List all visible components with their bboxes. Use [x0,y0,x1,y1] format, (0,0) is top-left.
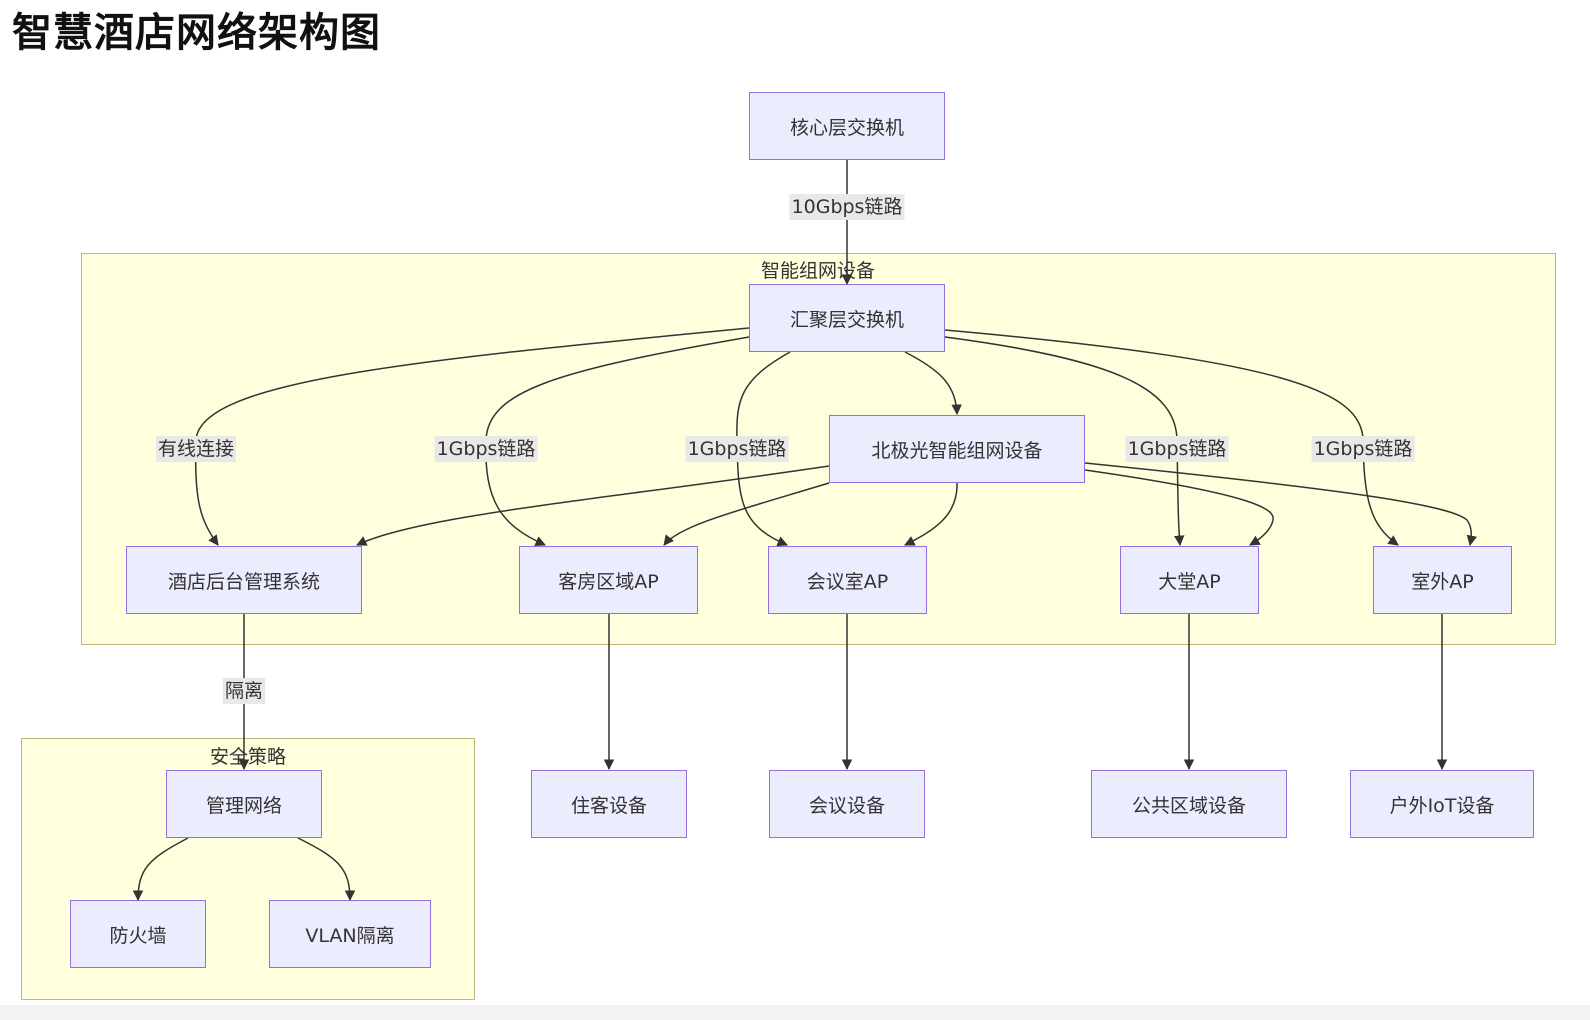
edge-aurora-backend [356,465,830,546]
edge-aurora-room-ap [663,482,830,546]
edge-agg-aurora [904,351,962,416]
edge-aurora-outdoor-ap [1084,462,1478,547]
edge-label-wired: 有线连接 [155,436,237,462]
node-outdoor-ap[interactable]: 室外AP [1373,546,1512,614]
edge-label-1gbps-room: 1Gbps链路 [434,436,538,462]
edge-mgmt-firewall [132,837,189,902]
node-core-switch[interactable]: 核心层交换机 [749,92,945,160]
node-outdoor-iot-devices[interactable]: 户外IoT设备 [1350,770,1534,838]
edge-agg-lobby-ap [944,336,1185,547]
node-vlan-isolation[interactable]: VLAN隔离 [269,900,431,968]
bottom-strip [0,1005,1590,1020]
node-public-devices[interactable]: 公共区域设备 [1091,770,1287,838]
edge-agg-backend [194,327,750,546]
node-aggregation-switch[interactable]: 汇聚层交换机 [749,284,945,352]
edge-label-1gbps-outdoor: 1Gbps链路 [1311,436,1415,462]
edge-label-1gbps-meeting: 1Gbps链路 [685,436,789,462]
edge-agg-outdoor-ap [944,329,1399,546]
page-title: 智慧酒店网络架构图 [12,10,381,56]
edge-aurora-lobby-ap [1084,469,1274,546]
edge-agg-room-ap [485,336,750,546]
node-lobby-ap[interactable]: 大堂AP [1120,546,1259,614]
node-aurora-device[interactable]: 北极光智能组网设备 [829,415,1085,483]
node-meeting-ap[interactable]: 会议室AP [768,546,927,614]
node-room-ap[interactable]: 客房区域AP [519,546,698,614]
node-management-network[interactable]: 管理网络 [166,770,322,838]
node-backend-system[interactable]: 酒店后台管理系统 [126,546,362,614]
node-meeting-devices[interactable]: 会议设备 [769,770,925,838]
edge-label-isolation: 隔离 [222,678,266,704]
cluster-security-label: 安全策略 [209,746,287,768]
edge-label-1gbps-lobby: 1Gbps链路 [1125,436,1229,462]
edge-label-10gbps: 10Gbps链路 [789,194,905,220]
edge-mgmt-vlan [297,837,356,902]
edge-aurora-meeting-ap [904,482,958,546]
node-firewall[interactable]: 防火墙 [70,900,206,968]
node-guest-devices[interactable]: 住客设备 [531,770,687,838]
